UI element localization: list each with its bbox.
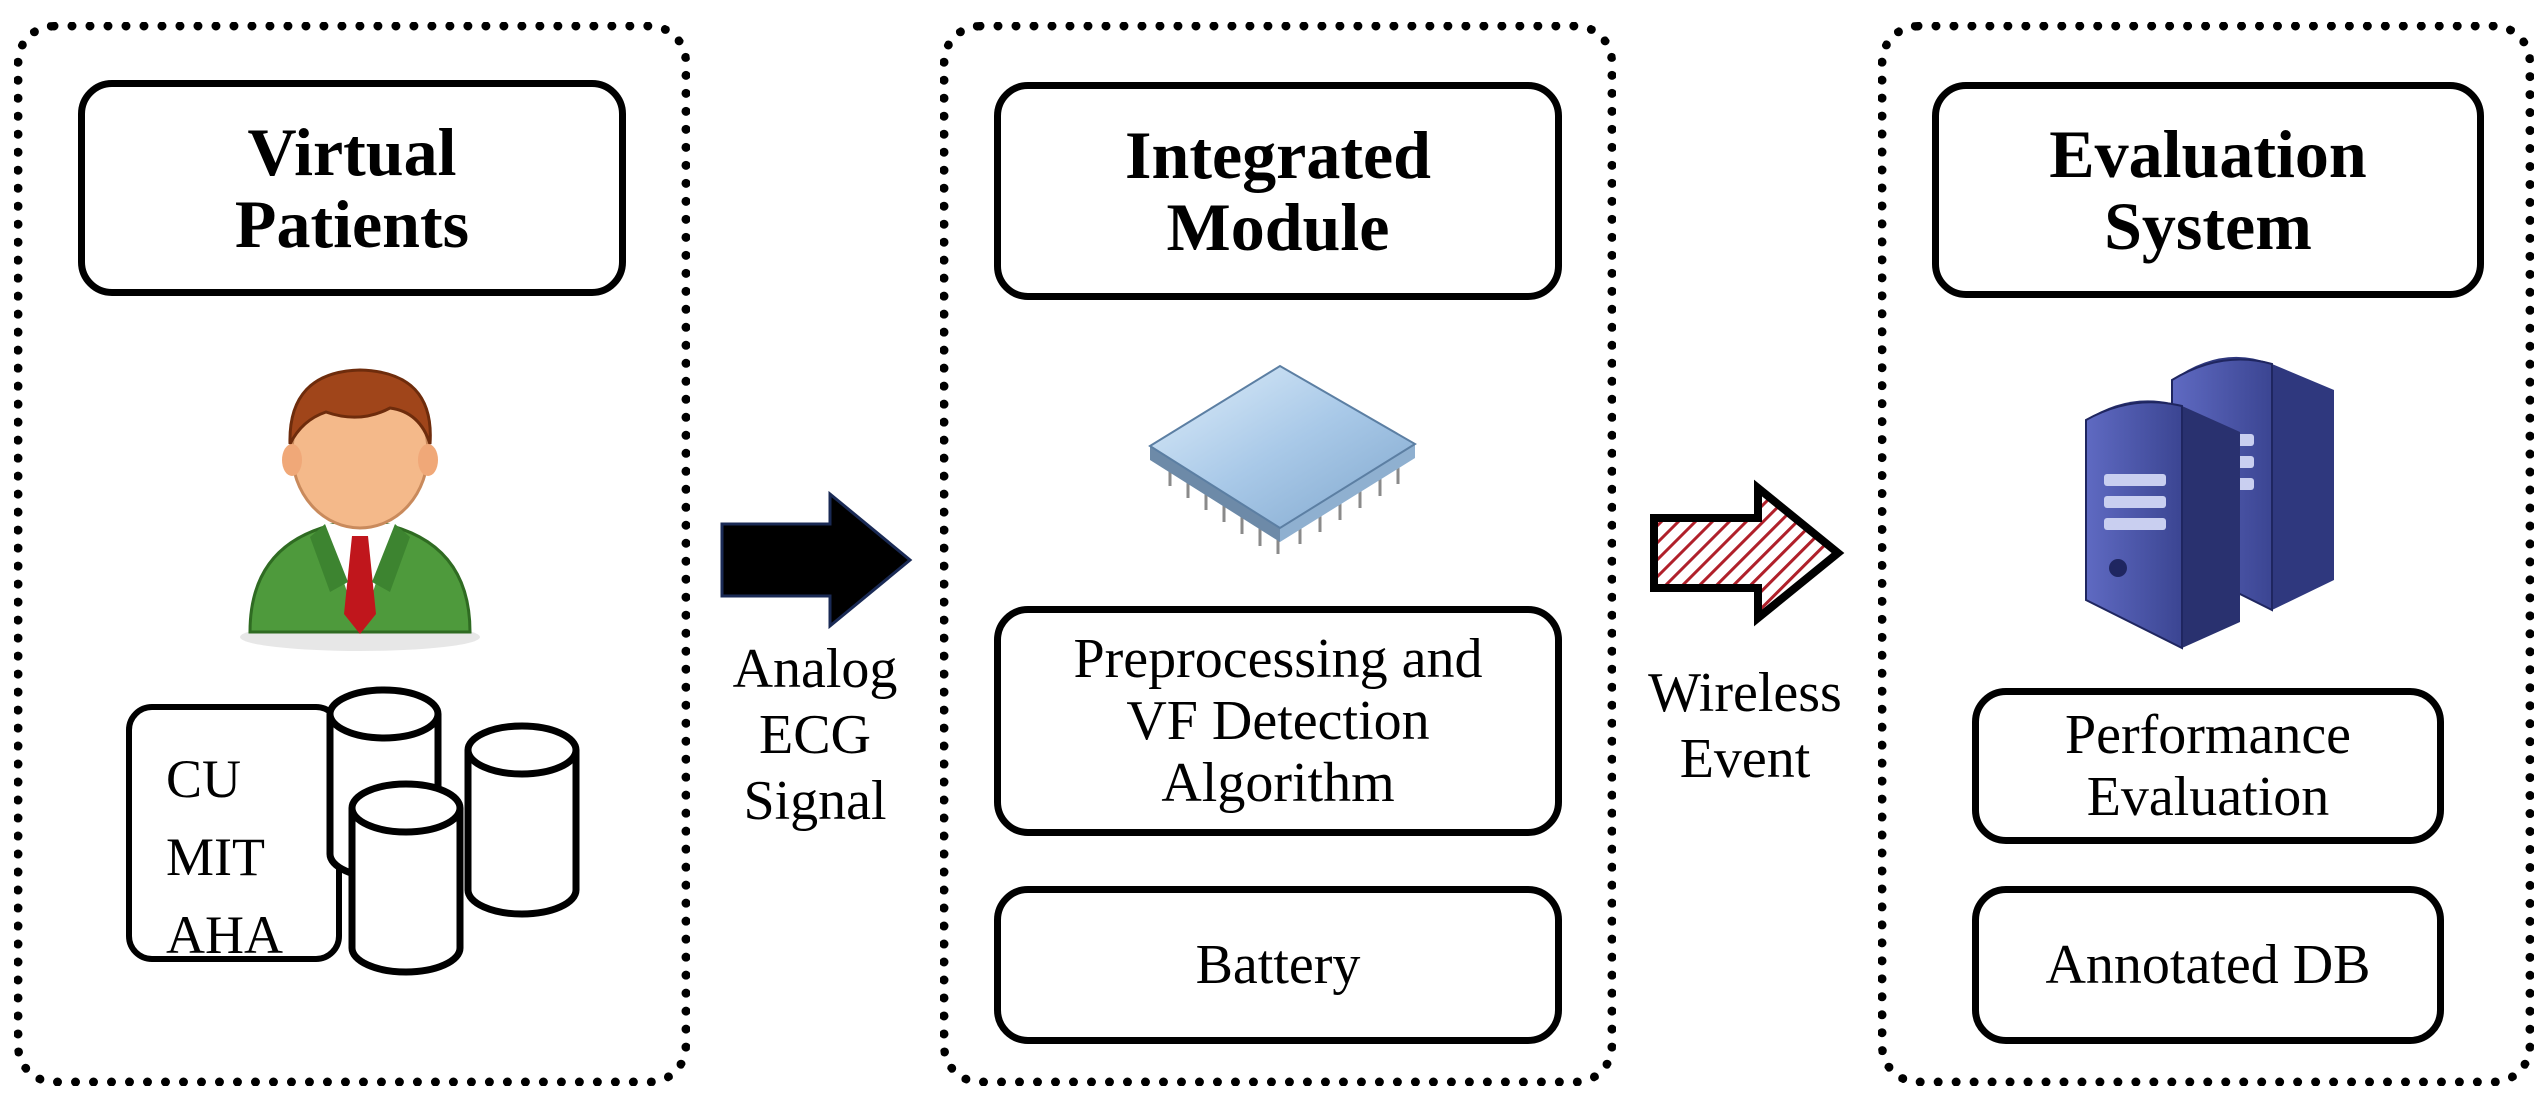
- user-icon: [240, 368, 480, 651]
- database-list-card: CU MIT AHA: [126, 704, 342, 965]
- performance-evaluation-box: Performance Evaluation: [1972, 688, 2444, 844]
- database-item: CU: [166, 749, 242, 809]
- battery-box: Battery: [994, 886, 1562, 1044]
- virtual-patients-title: Virtual Patients: [78, 80, 626, 296]
- vf-detection-algorithm-box: Preprocessing and VF Detection Algorithm: [994, 606, 1562, 836]
- integrated-module-title: Integrated Module: [994, 82, 1562, 300]
- integrated-module-panel: [940, 22, 1616, 1086]
- virtual-patients-panel: [14, 22, 690, 1086]
- annotated-db-box: Annotated DB: [1972, 886, 2444, 1044]
- evaluation-system-title: Evaluation System: [1932, 82, 2484, 298]
- analog-arrow-icon: [720, 490, 913, 630]
- microchip-icon: [1148, 364, 1417, 554]
- wireless-arrow-icon: [1650, 479, 1845, 627]
- wireless-event-label: Wireless Event: [1648, 662, 1842, 790]
- database-item: AHA: [166, 905, 283, 965]
- evaluation-system-panel: [1878, 22, 2534, 1086]
- analog-ecg-signal-label: Analog ECG Signal: [732, 638, 898, 832]
- server-icon: [2085, 356, 2334, 650]
- database-cylinder-icon: [464, 722, 580, 918]
- database-item: MIT: [166, 827, 265, 887]
- database-cylinder-icon: [348, 780, 464, 976]
